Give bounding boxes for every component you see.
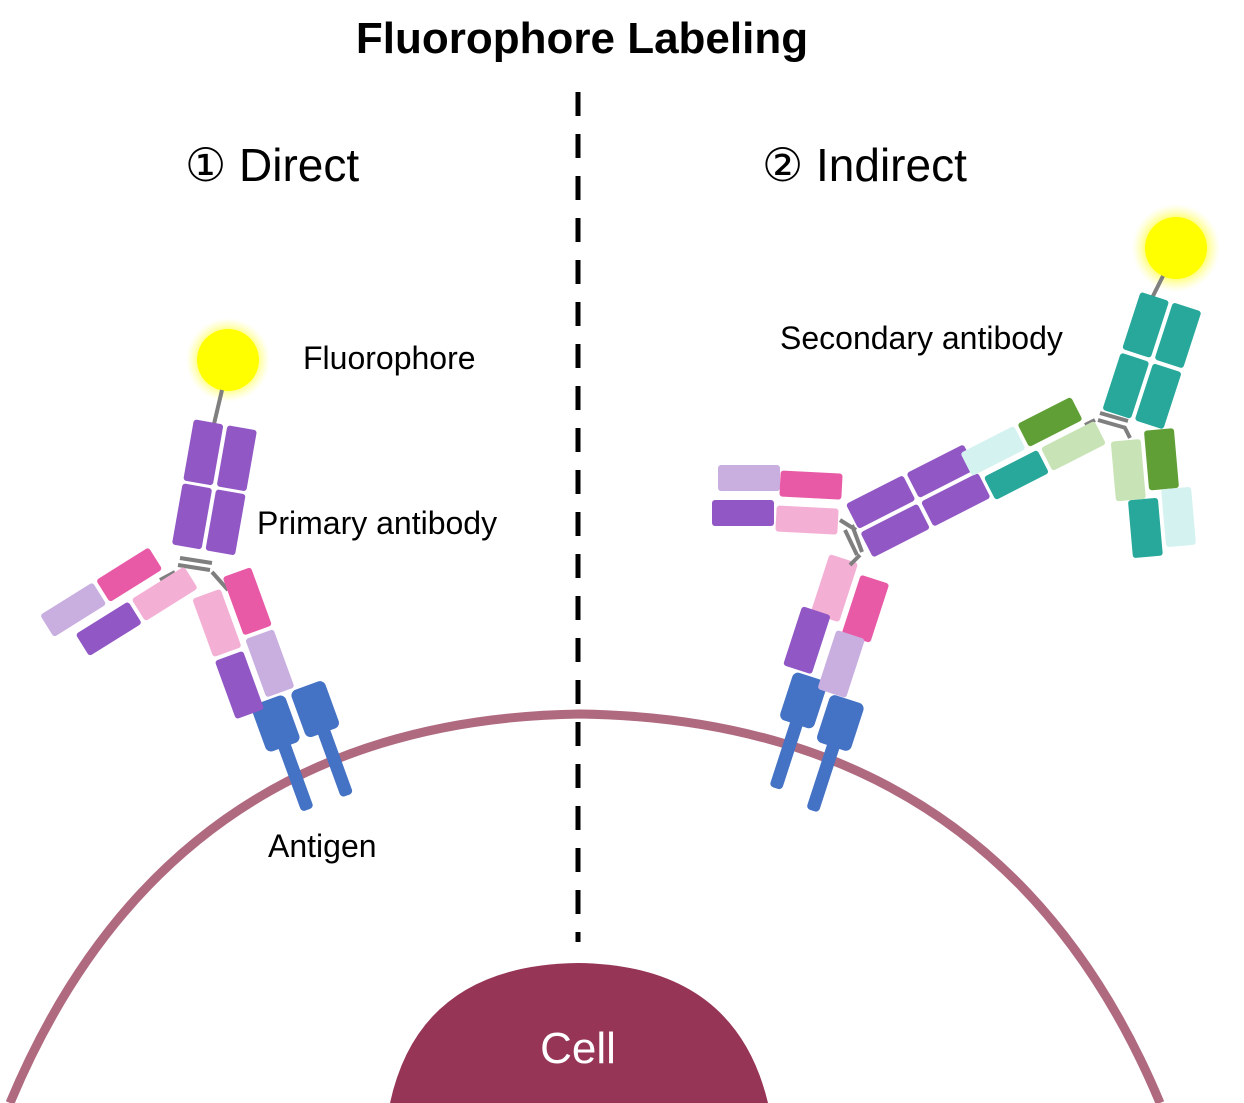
label-primary-antibody: Primary antibody (257, 505, 498, 541)
cell-membrane (5, 709, 1165, 1103)
secondary-antibody-indirect (961, 204, 1220, 558)
label-secondary-antibody: Secondary antibody (780, 320, 1063, 356)
fluorophore-direct (197, 329, 259, 391)
label-fluorophore: Fluorophore (303, 340, 476, 376)
label-cell: Cell (540, 1024, 616, 1073)
cell-nucleus (390, 963, 768, 1103)
fluorophore-indirect (1145, 217, 1207, 279)
primary-antibody-indirect (712, 445, 990, 698)
panel-heading-direct: ① Direct (185, 139, 360, 191)
diagram-title: Fluorophore Labeling (355, 14, 809, 63)
label-antigen: Antigen (268, 828, 377, 864)
panel-heading-indirect: ② Indirect (762, 139, 967, 191)
antigen-indirect (770, 672, 864, 812)
antigen-direct (251, 681, 353, 811)
primary-antibody-direct (41, 318, 294, 719)
